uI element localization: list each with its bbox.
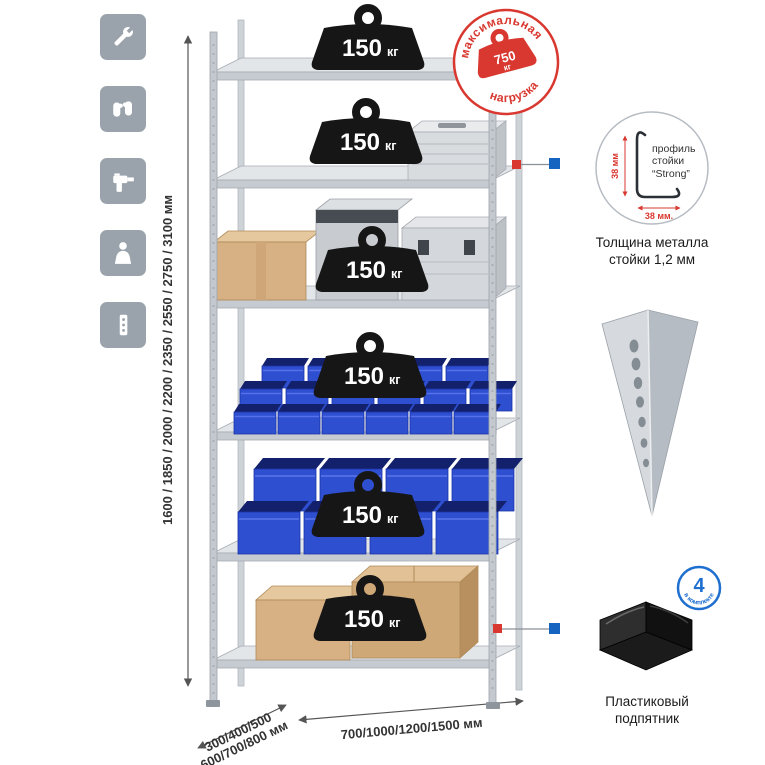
cardboard-box xyxy=(212,230,322,301)
included-count-badge: 4 в комплекте xyxy=(676,565,722,611)
profile-dim-side: 38 мм xyxy=(610,153,620,179)
depth-dimension: 300/400/500 600/700/800 мм xyxy=(197,704,290,765)
work-gloves-icon xyxy=(100,86,146,132)
shelf-weight: 150 кг xyxy=(310,102,423,164)
shelving-rack xyxy=(206,19,524,709)
stamp-weight-value: 750 xyxy=(492,48,517,68)
weight-unit: кг xyxy=(385,139,396,153)
perforated-post-icon xyxy=(100,302,146,348)
weight-unit: кг xyxy=(391,267,402,281)
feature-icon-column xyxy=(100,14,146,348)
width-dimension-label: 700/1000/1200/1500 мм xyxy=(340,715,483,742)
callout-marker-red xyxy=(512,160,521,169)
profile-label-2: стойки xyxy=(652,155,684,167)
callout-marker-red xyxy=(493,624,502,633)
shelf-weight: 150 кг xyxy=(312,8,425,70)
profile-caption-2: стойки 1,2 мм xyxy=(609,252,695,267)
profile-cross-section xyxy=(635,131,681,199)
profile-label-1: профиль xyxy=(652,143,696,155)
drill-icon xyxy=(100,158,146,204)
weight-value: 150 xyxy=(342,35,382,62)
callout-marker-blue xyxy=(549,623,560,634)
stamp-weight-icon: 750 кг xyxy=(477,28,537,79)
profile-caption-1: Толщина металла xyxy=(596,235,709,250)
shelf-weight: 150 кг xyxy=(316,230,429,292)
profile-dim-bottom: 38 мм. xyxy=(645,211,673,221)
weight-unit: кг xyxy=(389,373,400,387)
corner-post-photo xyxy=(601,309,699,517)
max-load-stamp: максимальная нагрузка 750 кг xyxy=(449,3,560,116)
weight-value: 150 xyxy=(344,363,384,390)
foot-caption-1: Пластиковый xyxy=(605,694,689,709)
weight-value: 150 xyxy=(344,606,384,633)
height-dimension: 1600 / 1850 / 2000 / 2200 / 2350 / 2550 … xyxy=(160,35,193,687)
shelf-weight: 150 кг xyxy=(312,475,425,537)
callout-marker-blue xyxy=(549,158,560,169)
callout-top xyxy=(512,158,560,169)
weight-value: 150 xyxy=(346,257,386,284)
stamp-weight-unit: кг xyxy=(503,62,513,73)
badge-number: 4 xyxy=(693,575,705,597)
weight-value: 150 xyxy=(340,129,380,156)
profile-label-3: “Strong” xyxy=(652,168,690,180)
weight-unit: кг xyxy=(387,45,398,59)
plastic-foot-photo xyxy=(598,601,694,671)
weight-unit: кг xyxy=(389,616,400,630)
callout-bottom xyxy=(493,623,560,634)
foot-caption-2: подпятник xyxy=(615,711,679,726)
shelf-weight: 150 кг xyxy=(314,579,427,641)
height-dimension-label: 1600 / 1850 / 2000 / 2200 / 2350 / 2550 … xyxy=(160,195,175,525)
weight-value: 150 xyxy=(342,502,382,529)
wrench-icon xyxy=(100,14,146,60)
shelf-weight: 150 кг xyxy=(314,336,427,398)
weight-unit: кг xyxy=(387,512,398,526)
post-profile-detail: 38 мм 38 мм. профиль стойки “Strong” xyxy=(595,111,709,225)
person-icon xyxy=(100,230,146,276)
